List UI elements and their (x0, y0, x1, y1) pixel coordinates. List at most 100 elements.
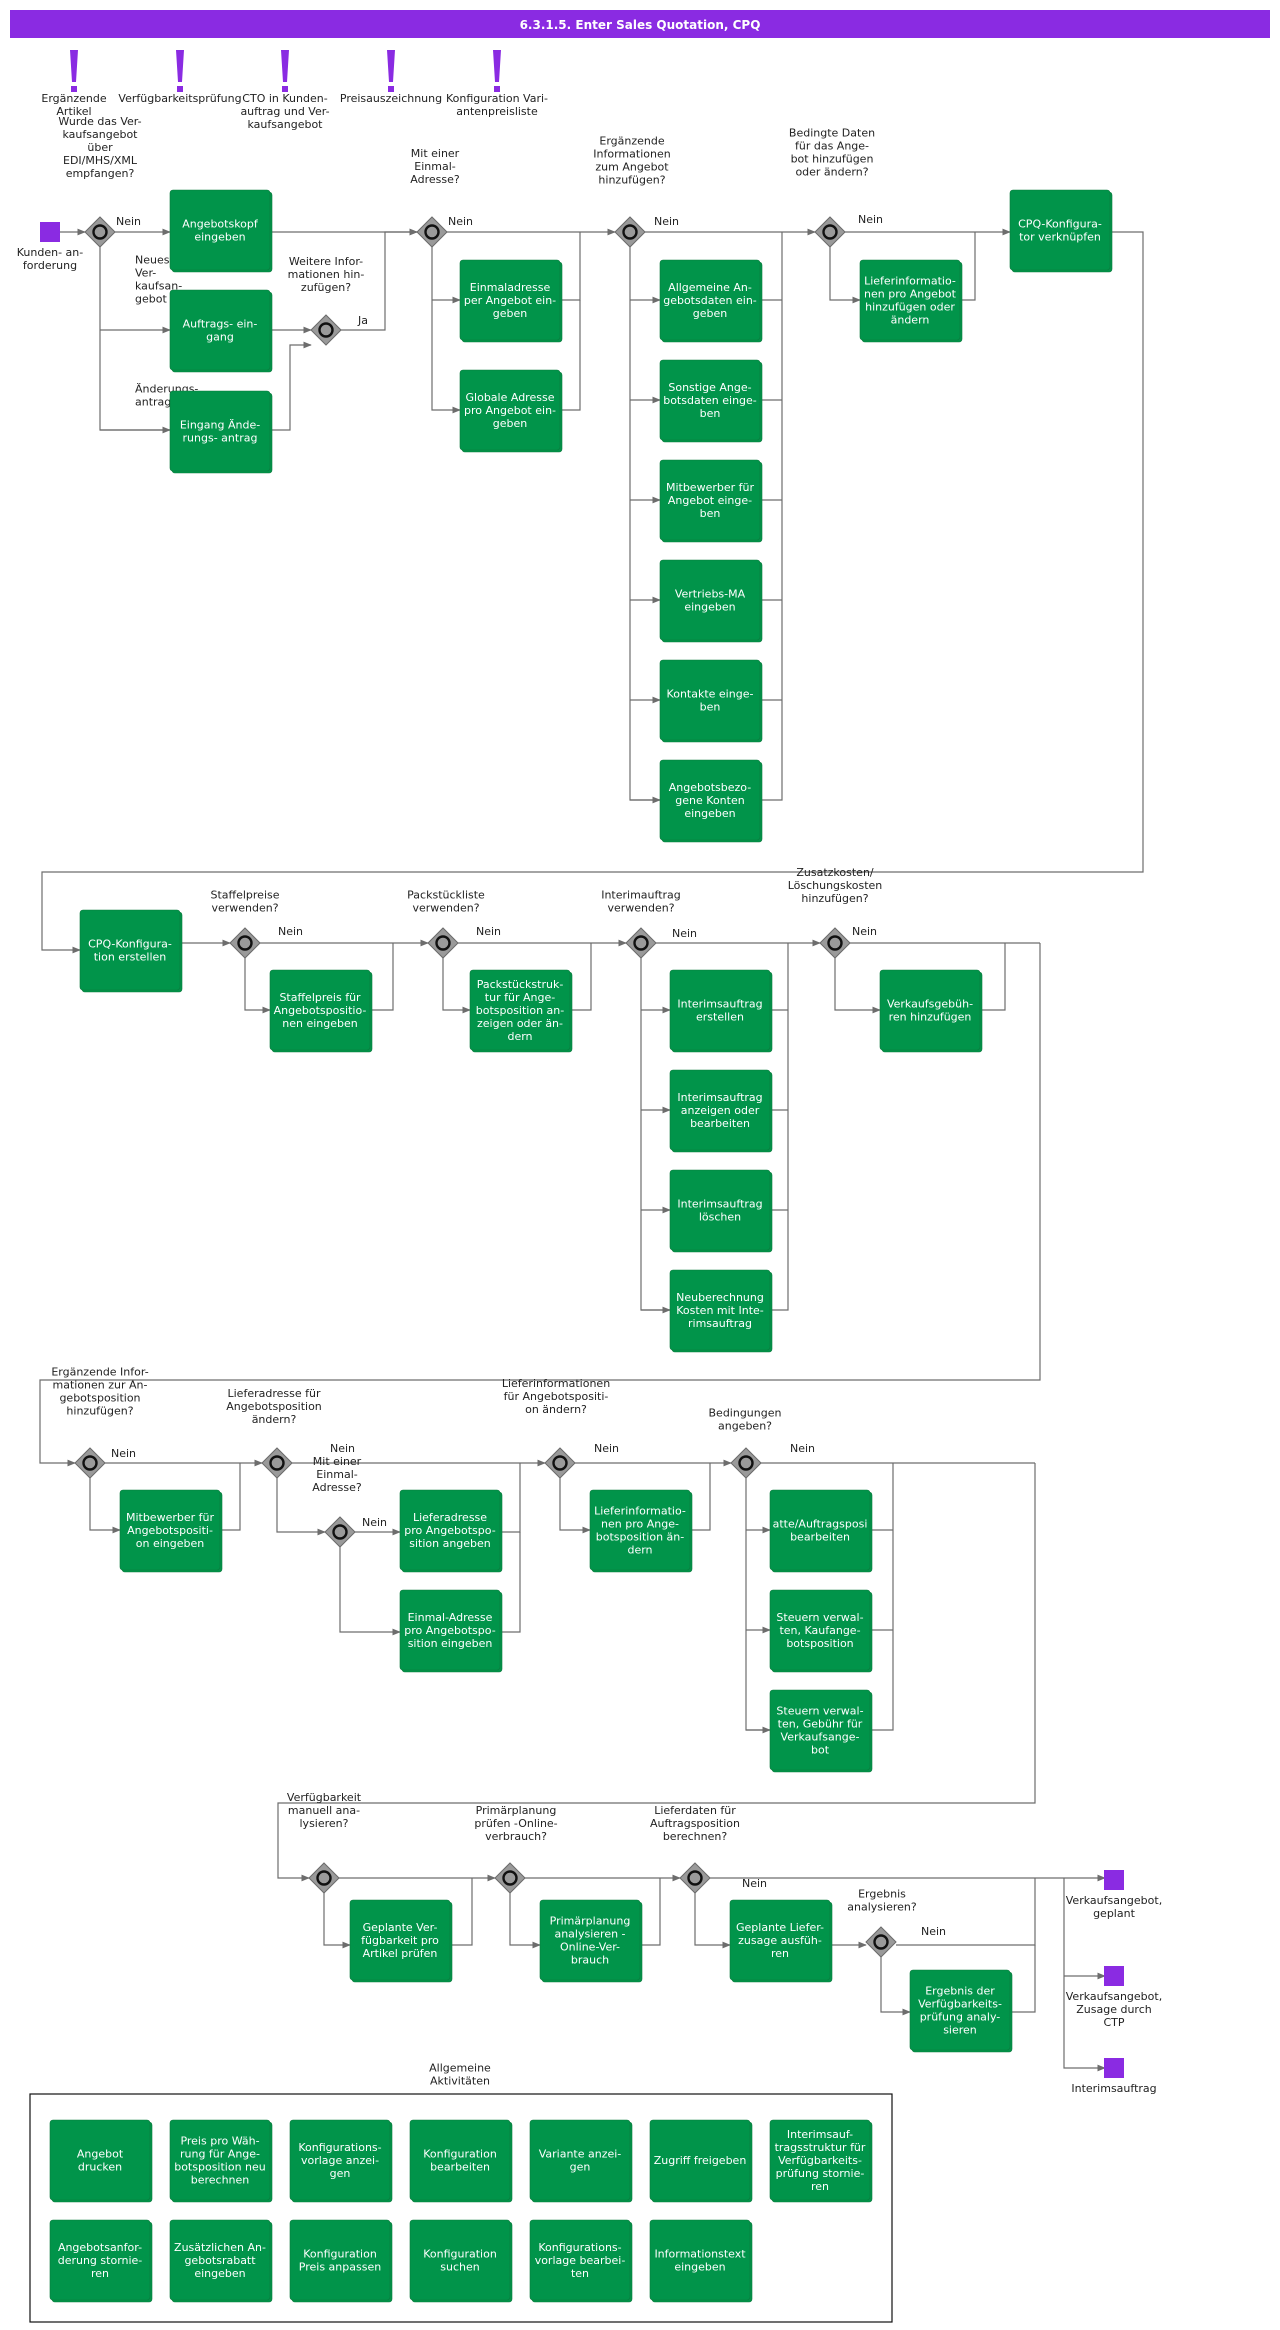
diagram-title: 6.3.1.5. Enter Sales Quotation, CPQ (520, 18, 761, 32)
event-label: Interimsauftrag (1071, 2082, 1156, 2095)
task-t27[interactable]: Steuern verwal-ten, Kaufange-botspositio… (769, 1589, 873, 1673)
task-a6[interactable]: Zugriff freigeben (649, 2119, 753, 2203)
task-box (769, 2119, 871, 2201)
title-bar (10, 10, 1270, 38)
note-n4: Preisauszeichnung (340, 50, 442, 105)
task-t2[interactable]: Auftrags- ein-gang (169, 289, 273, 373)
task-t7[interactable]: Sonstige Ange-botsdaten einge-ben (659, 359, 763, 443)
note-n2: Verfügbarkeitsprüfung (118, 50, 242, 105)
gateway-diamond (814, 216, 846, 248)
flow-label: Nein (921, 1925, 946, 1938)
task-box (659, 759, 761, 841)
task-t3[interactable]: Eingang Ände-rungs- antrag (169, 390, 273, 474)
task-a8[interactable]: Angebotsanfor-derung stornie-ren (49, 2219, 153, 2303)
gateway-circle-icon (332, 1524, 348, 1540)
gateway-circle-icon (92, 224, 108, 240)
gateway-diamond (494, 1862, 526, 1894)
task-box (349, 1899, 451, 1981)
task-t25[interactable]: Lieferinformatio-nen pro Ange-botspositi… (589, 1489, 693, 1573)
task-t31[interactable]: Geplante Liefer-zusage ausfüh-ren (729, 1899, 833, 1983)
flow-label: Nein (594, 1442, 619, 1455)
task-label: Auftrags- ein-gang (183, 318, 258, 344)
task-a12[interactable]: Konfigurations-vorlage bearbei-ten (529, 2219, 633, 2303)
gateway-circle-icon (827, 935, 843, 951)
gateway-diamond (308, 1862, 340, 1894)
gateway-diamond (310, 314, 342, 346)
task-box (769, 1589, 871, 1671)
task-box (589, 1489, 691, 1571)
general-activities-frame (29, 2093, 893, 2323)
event-marker (1104, 2058, 1124, 2078)
gateway-circle-icon (82, 1455, 98, 1471)
task-t10[interactable]: Kontakte einge-ben (659, 659, 763, 743)
gateway-circle-icon (424, 224, 440, 240)
task-box (879, 969, 981, 1051)
task-a2[interactable]: Preis pro Wäh-rung für Ange-botsposition… (169, 2119, 273, 2203)
flow-label: Ja (357, 314, 368, 327)
task-box (49, 2219, 151, 2301)
event-label: Kunden- an-forderung (17, 246, 84, 272)
exclamation-icon (387, 50, 395, 82)
task-box (169, 189, 271, 271)
task-a5[interactable]: Variante anzei-gen (529, 2119, 633, 2203)
task-a3[interactable]: Konfigurations-vorlage anzei-gen (289, 2119, 393, 2203)
task-box (669, 1069, 771, 1151)
task-box (659, 359, 761, 441)
task-t14[interactable]: CPQ-Konfigura-tion erstellen (79, 909, 183, 993)
task-t21[interactable]: Verkaufsgebüh-ren hinzufügen (879, 969, 983, 1053)
task-label: Konfigurations-vorlage anzei-gen (298, 2141, 381, 2180)
task-t13[interactable]: CPQ-Konfigura-tor verknüpfen (1009, 189, 1113, 273)
task-box (49, 2119, 151, 2201)
task-t16[interactable]: Packstückstruk-tur für Ange-botsposition… (469, 969, 573, 1053)
task-t6[interactable]: Allgemeine An-gebotsdaten ein-geben (659, 259, 763, 343)
